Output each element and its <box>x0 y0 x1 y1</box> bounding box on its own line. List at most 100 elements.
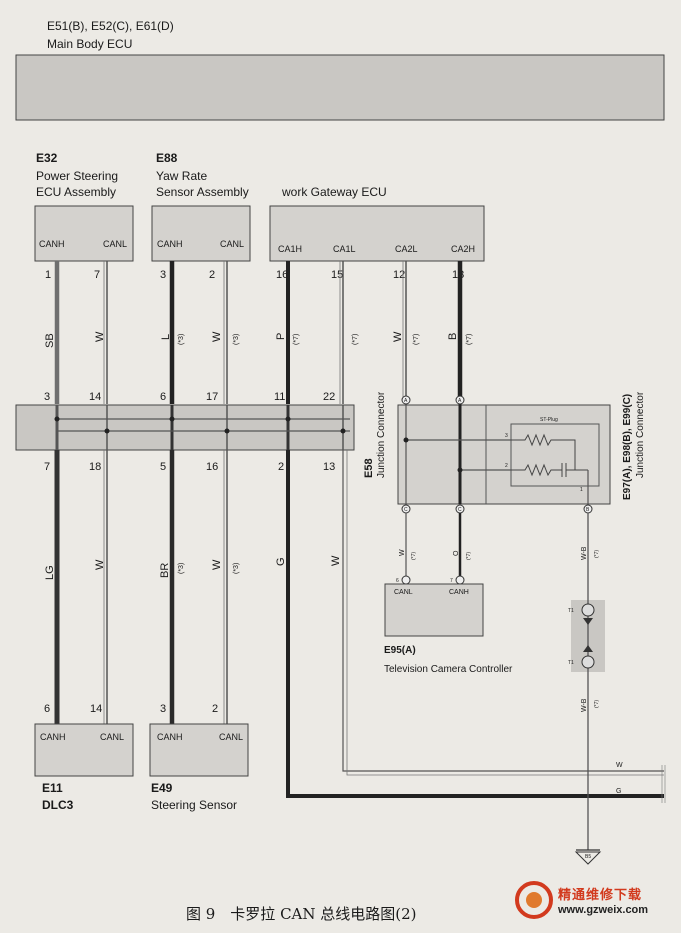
e58-pin: 14 <box>89 391 101 403</box>
e32-name-2: ECU Assembly <box>36 185 116 199</box>
lower-wires <box>54 450 664 798</box>
wire-tag: (*7) <box>293 334 300 345</box>
wire-label: LG <box>44 565 56 580</box>
e97-port <box>455 395 465 405</box>
e11-name: DLC3 <box>42 798 74 812</box>
e58-pin: 5 <box>160 461 166 473</box>
wire-label: O <box>453 550 460 556</box>
gateway-name: work Gateway ECU <box>281 185 387 199</box>
wire-label: W-B <box>581 546 588 560</box>
e58-name: Junction Connector <box>376 391 387 478</box>
wire-label: B <box>447 333 459 340</box>
splice-label: T1 <box>568 660 574 666</box>
e97-port-label: A <box>458 398 462 404</box>
pin-number: 16 <box>276 269 288 281</box>
e88-name-1: Yaw Rate <box>156 169 207 183</box>
e58-pin: 3 <box>44 391 50 403</box>
wire-tag: (*3) <box>233 563 240 574</box>
splice-arrow <box>583 618 593 625</box>
e97-id: E97(A), E98(B), E99(C) <box>622 394 633 500</box>
wire-label: SB <box>44 333 56 348</box>
e97-name: Junction Connector <box>635 391 646 478</box>
ground-icon <box>574 849 602 865</box>
gateway-box <box>269 205 485 262</box>
e95-pin-canh: CANH <box>449 589 469 596</box>
wire-tag: (*3) <box>233 334 240 345</box>
pin-number: 2 <box>209 269 215 281</box>
e58-pin: 17 <box>206 391 218 403</box>
pin-number: 3 <box>160 269 166 281</box>
upper-wires <box>54 261 463 404</box>
e32-pin-canl: CANL <box>103 239 127 249</box>
wire-w-edge <box>346 450 664 776</box>
gateway-pin: CA2H <box>451 244 475 254</box>
watermark-logo-icon <box>515 881 553 919</box>
watermark-url: www.gzweix.com <box>558 904 649 916</box>
pin-number: 15 <box>331 269 343 281</box>
wire-label: W <box>94 331 106 342</box>
wire-label: W <box>399 549 406 556</box>
gateway-pin: CA1H <box>278 244 302 254</box>
e11-pin-canh: CANH <box>40 732 66 742</box>
e97-port-label: A <box>404 398 408 404</box>
e49-box <box>149 723 249 777</box>
e58-junction-box <box>15 404 355 451</box>
wire-label: W <box>392 331 404 342</box>
wire-tag: (*7) <box>594 700 600 708</box>
wire-tag: (*7) <box>413 334 420 345</box>
pin-number: 3 <box>160 703 166 715</box>
e88-name-2: Sensor Assembly <box>156 185 249 199</box>
wire-label: W <box>330 555 342 566</box>
e95-id: E95(A) <box>384 645 416 656</box>
e11-pin-canl: CANL <box>100 732 124 742</box>
e49-name: Steering Sensor <box>151 798 237 812</box>
wire-label: L <box>160 334 172 340</box>
e95-port <box>455 575 465 585</box>
pin-number: 6 <box>44 703 50 715</box>
gateway-pin: CA2L <box>395 244 418 254</box>
main-body-ecu-box <box>15 54 665 121</box>
wire-tag: (*7) <box>466 552 472 560</box>
figure-caption: 图 9 卡罗拉 CAN 总线电路图(2) <box>186 905 417 923</box>
e58-id: E58 <box>363 458 375 478</box>
e95-pin: 7 <box>450 578 453 584</box>
e58-bus-lines <box>54 405 350 450</box>
e95-name: Television Camera Controller <box>384 664 513 675</box>
e88-pin-canh: CANH <box>157 239 183 249</box>
e97-inner: 3 <box>505 433 508 439</box>
e49-id: E49 <box>151 781 173 795</box>
wire-tag: (*7) <box>466 334 473 345</box>
ground-label: B5 <box>585 854 591 860</box>
e97-port-label: B <box>586 507 590 513</box>
e88-id: E88 <box>156 151 178 165</box>
exit-label-w: W <box>616 762 623 769</box>
splice-terminal <box>581 655 595 669</box>
main-ecu-name: Main Body ECU <box>47 37 132 51</box>
wire-g <box>286 450 664 798</box>
pin-number: 14 <box>90 703 102 715</box>
e97-port-label: C <box>458 507 462 513</box>
pin-number: 7 <box>94 269 100 281</box>
e97-port-label: C <box>404 507 408 513</box>
e49-pin-canh: CANH <box>157 732 183 742</box>
pin-number: 1 <box>45 269 51 281</box>
e11-box <box>34 723 134 777</box>
e95-pin-canl: CANL <box>394 589 413 596</box>
watermark: 精通维修下载 www.gzweix.com <box>510 876 678 928</box>
e58-pin: 13 <box>323 461 335 473</box>
e58-pin: 22 <box>323 391 335 403</box>
wire-label: W <box>211 331 223 342</box>
wire-label: W <box>94 559 106 570</box>
st-plug-box <box>510 423 600 487</box>
e95-box <box>384 583 484 637</box>
e58-pin: 16 <box>206 461 218 473</box>
wire-label: G <box>275 557 287 566</box>
e58-pin: 6 <box>160 391 166 403</box>
e32-name-1: Power Steering <box>36 169 118 183</box>
pin-number: 2 <box>212 703 218 715</box>
watermark-title: 精通维修下载 <box>558 888 643 903</box>
wire-tag: (*7) <box>352 334 359 345</box>
splice-terminal <box>581 603 595 617</box>
e32-id: E32 <box>36 151 58 165</box>
e58-pin: 18 <box>89 461 101 473</box>
